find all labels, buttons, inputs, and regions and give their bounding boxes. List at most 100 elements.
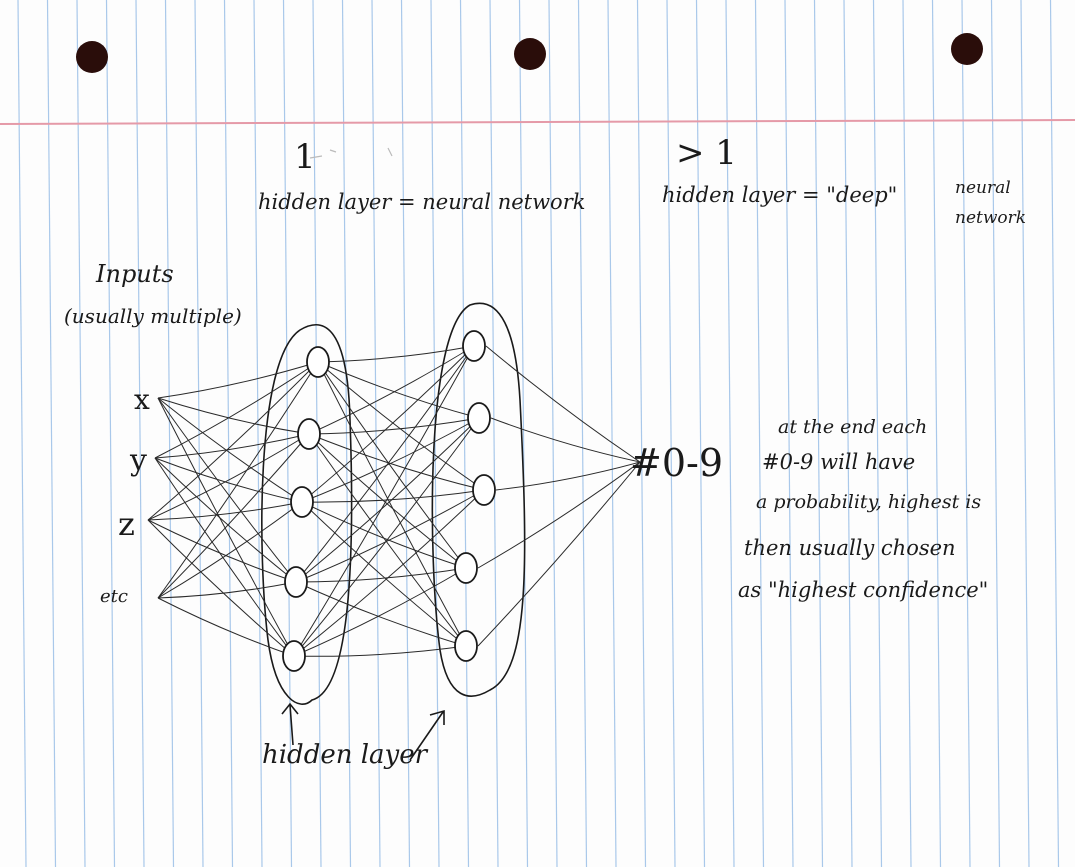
- input-label-z: z: [118, 505, 135, 543]
- connection-line: [154, 433, 310, 459]
- connection-line: [295, 417, 480, 583]
- connection-line: [157, 397, 303, 503]
- multi-hidden-layer-number: > 1: [676, 133, 737, 173]
- rule-line: [548, 0, 558, 867]
- output-label: #0-9: [630, 441, 724, 485]
- margin-line: [0, 119, 1075, 125]
- inputs-title: Inputs: [96, 260, 174, 288]
- connection-line: [490, 417, 641, 463]
- rule-line: [990, 0, 1001, 867]
- rule-line: [105, 0, 116, 867]
- rule-line: [1049, 0, 1060, 867]
- input-label-y: y: [130, 443, 147, 478]
- connection-line: [293, 417, 480, 657]
- connection-line: [157, 361, 319, 599]
- rule-line: [636, 0, 647, 867]
- neuron-node: [306, 346, 330, 378]
- rule-line: [813, 0, 824, 867]
- rule-line: [872, 0, 883, 867]
- connection-line: [157, 397, 297, 583]
- neuron-node: [297, 418, 321, 450]
- connection-line: [301, 489, 485, 503]
- connection-line: [308, 433, 485, 491]
- connection-line: [485, 345, 641, 463]
- rule-line: [961, 0, 971, 867]
- multi-hidden-layer-caption: hidden layer = "deep": [662, 183, 898, 207]
- connection-line: [301, 417, 480, 503]
- connection-line: [317, 361, 467, 647]
- rule-line: [1020, 0, 1030, 867]
- rule-line: [666, 0, 676, 867]
- neuron-node: [290, 486, 314, 518]
- connection-line: [154, 457, 303, 503]
- output-note-line-4: then usually chosen: [744, 536, 956, 560]
- multi-hidden-layer-caption-neural: neural: [955, 178, 1011, 198]
- connection-line: [301, 345, 475, 503]
- punch-hole-middle: [514, 38, 546, 70]
- neuron-node: [462, 330, 486, 362]
- rule-line: [754, 0, 765, 867]
- rule-line: [843, 0, 853, 867]
- rule-line: [902, 0, 912, 867]
- rule-line: [164, 0, 175, 867]
- connection-line: [147, 501, 303, 521]
- rule-line: [76, 0, 86, 867]
- output-note-line-2: #0-9 will have: [762, 450, 916, 474]
- multi-hidden-layer-caption-network: network: [955, 208, 1027, 228]
- rule-line: [223, 0, 234, 867]
- connection-line: [495, 461, 641, 491]
- connection-line: [295, 345, 475, 583]
- connection-line: [317, 361, 485, 491]
- connection-line: [157, 433, 310, 599]
- neuron-node: [472, 474, 496, 506]
- hidden-layer-2-outline: [431, 302, 526, 697]
- rule-line: [46, 0, 57, 867]
- output-note-line-1: at the end each: [778, 416, 928, 438]
- connection-line: [157, 597, 295, 657]
- connection-line: [317, 361, 467, 569]
- connection-line: [157, 501, 303, 599]
- output-note-line-3: a probability, highest is: [756, 491, 982, 513]
- connection-line: [157, 581, 297, 599]
- neuron-node: [454, 630, 478, 662]
- rule-line: [784, 0, 794, 867]
- input-label-etc: etc: [100, 586, 128, 607]
- connection-line: [293, 567, 467, 657]
- rule-line: [371, 0, 381, 867]
- connection-line: [293, 645, 467, 657]
- rule-line: [518, 0, 529, 867]
- network-nodes: [282, 330, 496, 672]
- connection-line: [295, 489, 485, 583]
- rule-line: [341, 0, 352, 867]
- punch-hole-left: [76, 41, 108, 73]
- connection-line: [157, 361, 319, 399]
- network-connections: [147, 345, 641, 657]
- one-hidden-layer-caption: hidden layer = neural network: [258, 190, 586, 214]
- connection-line: [477, 461, 641, 647]
- output-note-line-5: as "highest confidence": [738, 578, 989, 602]
- rule-line: [725, 0, 735, 867]
- connection-line: [154, 361, 319, 459]
- connection-line: [293, 345, 475, 657]
- rule-line: [135, 0, 145, 867]
- neuron-node: [454, 552, 478, 584]
- connection-line: [154, 457, 297, 583]
- rule-line: [17, 0, 27, 867]
- connection-line: [317, 361, 480, 419]
- rule-line: [695, 0, 706, 867]
- rule-line: [577, 0, 588, 867]
- hidden-layer-label: hidden layer: [262, 740, 428, 770]
- connection-line: [317, 345, 475, 363]
- ruled-lines: [17, 0, 1060, 867]
- punch-hole-right: [951, 33, 983, 65]
- arrow-to-layer-1: [281, 702, 299, 746]
- connection-line: [147, 519, 295, 657]
- rule-line: [282, 0, 293, 867]
- connection-line: [293, 489, 485, 657]
- connection-line: [157, 397, 310, 435]
- rule-line: [459, 0, 470, 867]
- rule-line: [194, 0, 204, 867]
- connection-line: [301, 501, 467, 569]
